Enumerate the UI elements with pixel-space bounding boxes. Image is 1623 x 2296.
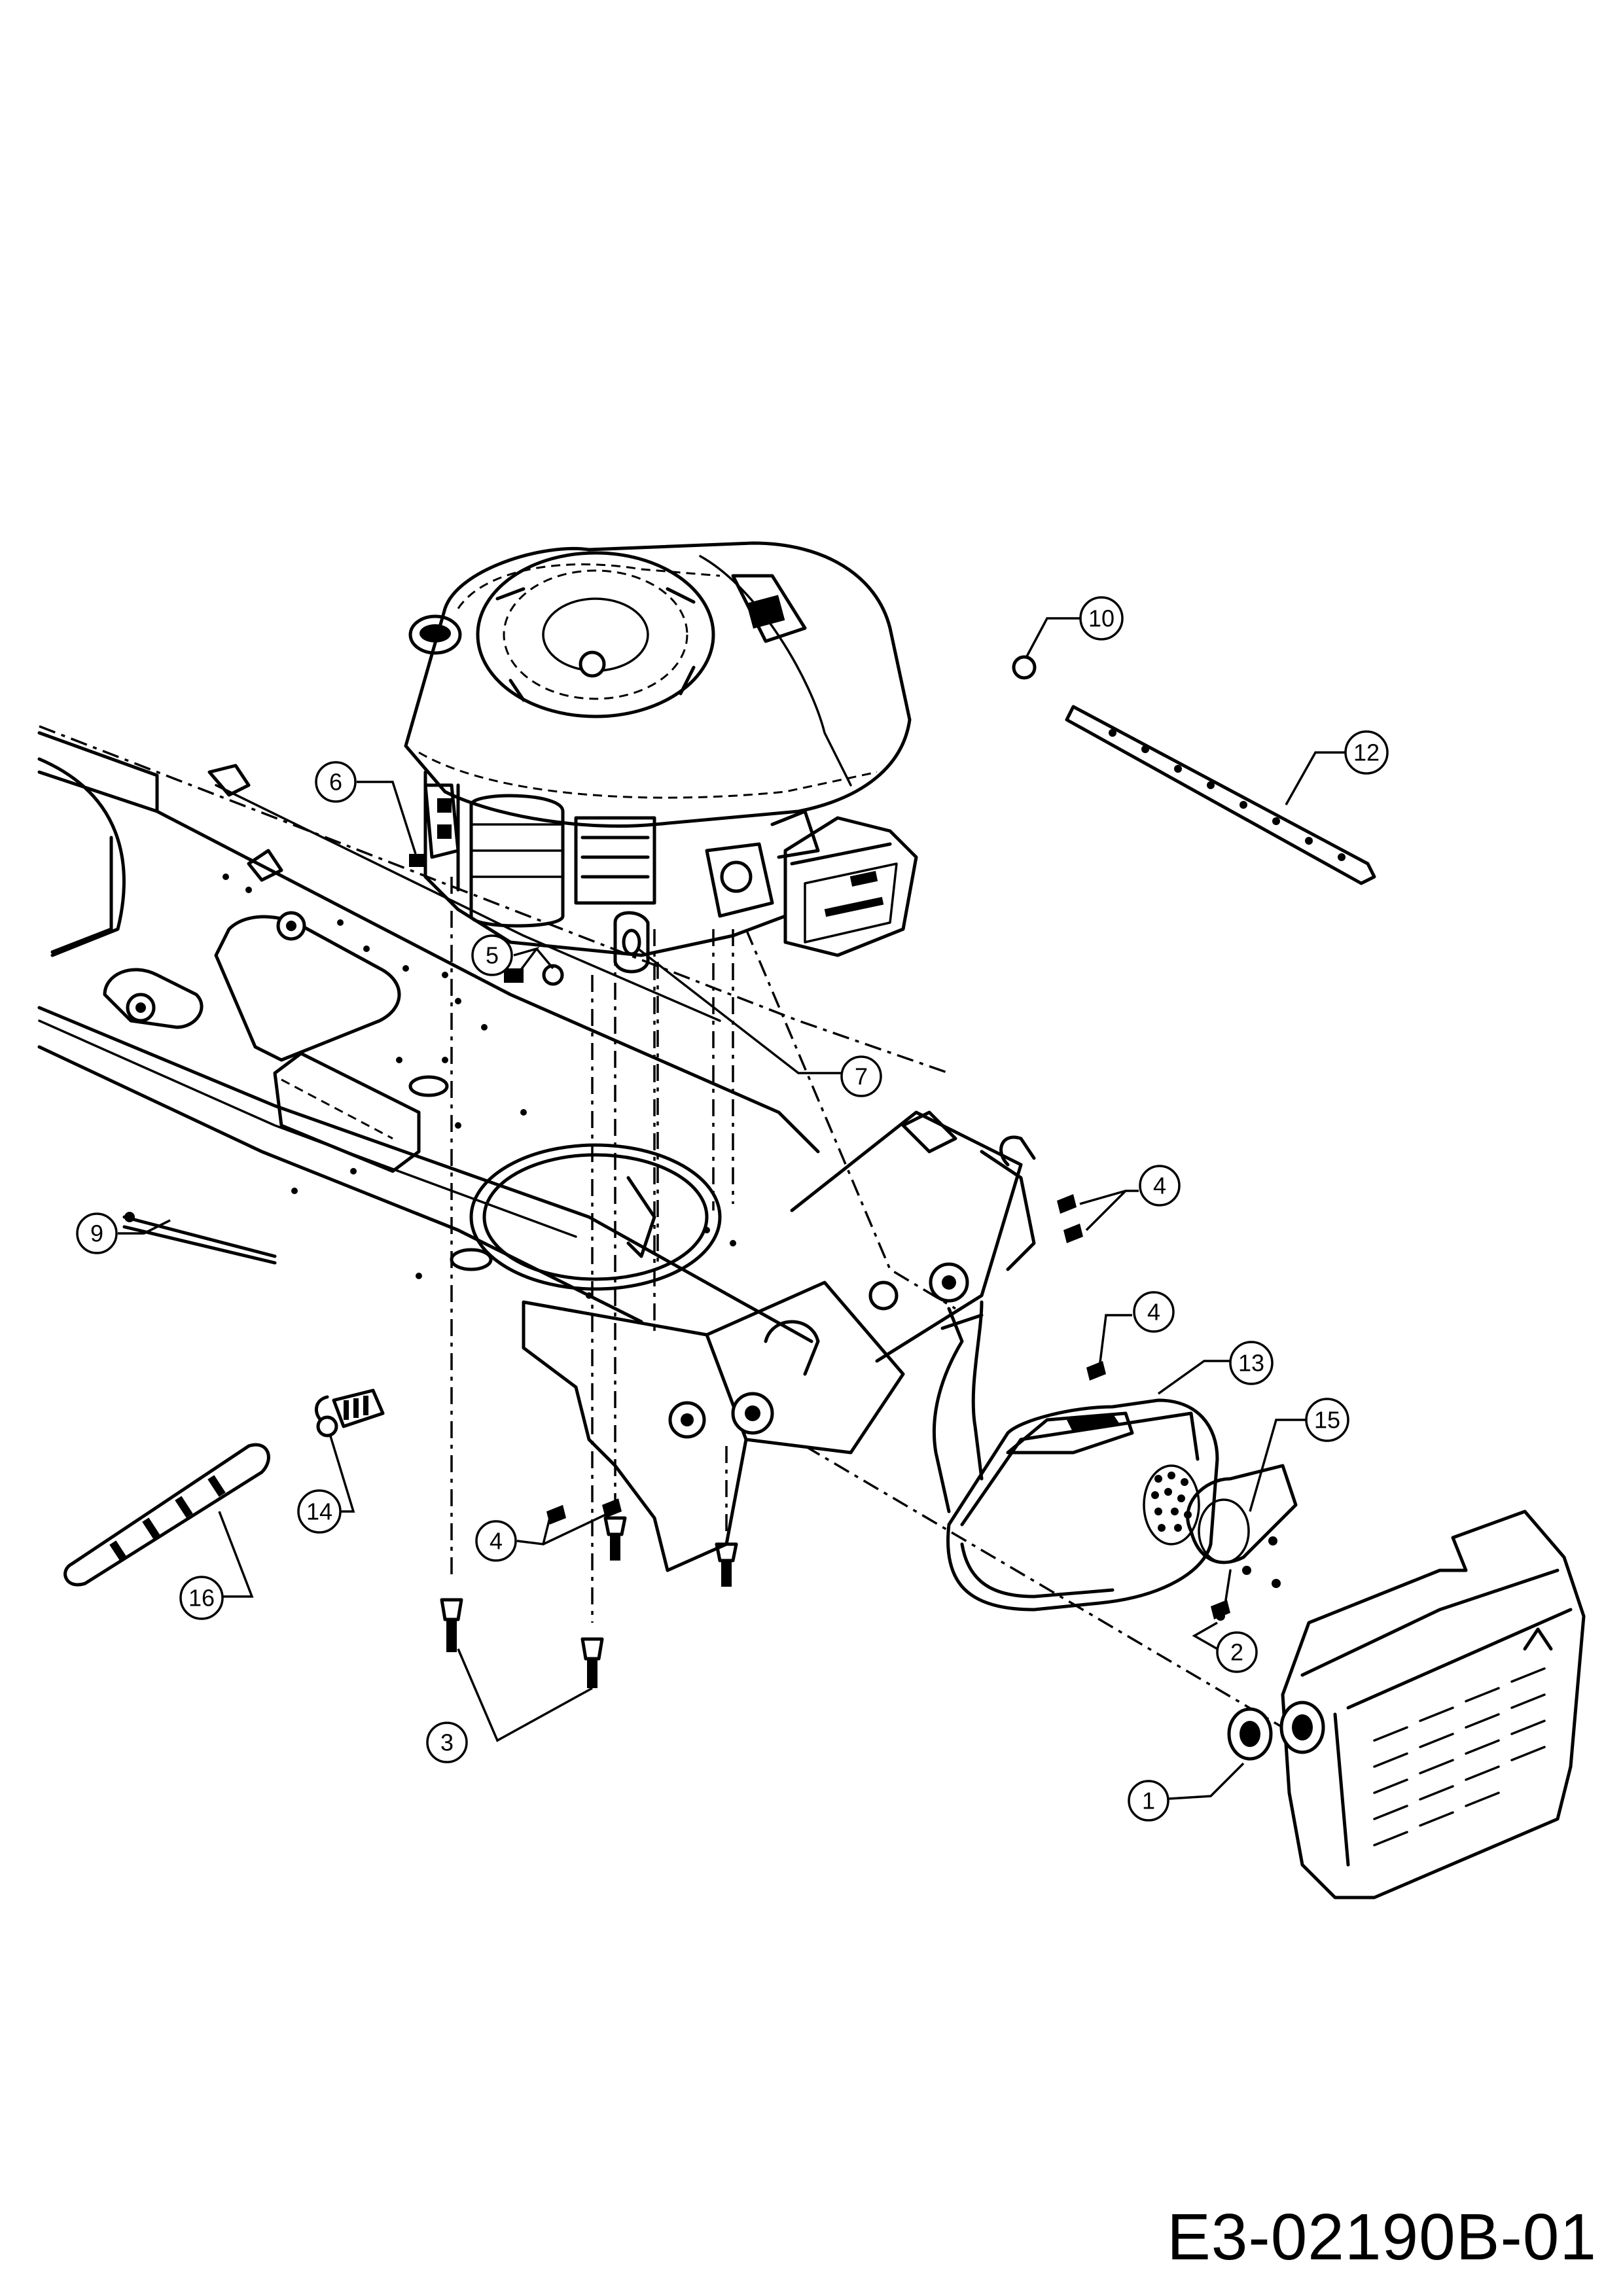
callout-14: 14: [297, 1489, 342, 1534]
svg-text:16: 16: [188, 1585, 215, 1612]
chassis-frame: [37, 725, 950, 1343]
callout-leaders: [118, 617, 1345, 1801]
hardware: [63, 655, 1376, 1688]
callout-10: 10: [1079, 596, 1124, 641]
callout-3: 3: [426, 1722, 468, 1763]
svg-text:10: 10: [1088, 605, 1115, 632]
callout-16: 16: [179, 1576, 224, 1620]
callout-1: 1: [1128, 1780, 1169, 1822]
callout-12: 12: [1344, 730, 1389, 775]
svg-text:4: 4: [490, 1528, 503, 1555]
callout-4-muffler: 4: [1133, 1291, 1175, 1333]
callout-2: 2: [1216, 1631, 1258, 1673]
svg-text:4: 4: [1153, 1173, 1166, 1199]
rear-axle-bracket: [522, 1110, 1036, 1572]
svg-text:5: 5: [486, 942, 499, 969]
callout-7: 7: [840, 1055, 882, 1097]
heat-shield: [1227, 1510, 1586, 1899]
svg-text:7: 7: [855, 1063, 868, 1090]
svg-text:15: 15: [1314, 1407, 1340, 1434]
drawing-code: E3-02190B-01: [1167, 2200, 1597, 2274]
callout-6: 6: [315, 761, 357, 803]
svg-text:2: 2: [1230, 1639, 1243, 1666]
callout-13: 13: [1229, 1341, 1274, 1385]
callout-4-frame: 4: [475, 1520, 517, 1562]
callout-15: 15: [1305, 1398, 1349, 1442]
svg-text:9: 9: [90, 1220, 103, 1247]
svg-text:4: 4: [1147, 1299, 1160, 1326]
svg-text:3: 3: [440, 1729, 454, 1756]
engine: [404, 541, 918, 974]
svg-text:6: 6: [329, 769, 342, 796]
callout-9: 9: [76, 1212, 118, 1254]
assembly-lines: [450, 877, 1283, 1729]
svg-text:14: 14: [306, 1498, 332, 1525]
callout-4-bracket: 4: [1139, 1165, 1181, 1207]
callout-5: 5: [471, 934, 513, 976]
svg-text:1: 1: [1142, 1788, 1155, 1814]
svg-text:12: 12: [1353, 739, 1380, 766]
muffler: [932, 1300, 1298, 1621]
svg-text:13: 13: [1238, 1350, 1264, 1377]
